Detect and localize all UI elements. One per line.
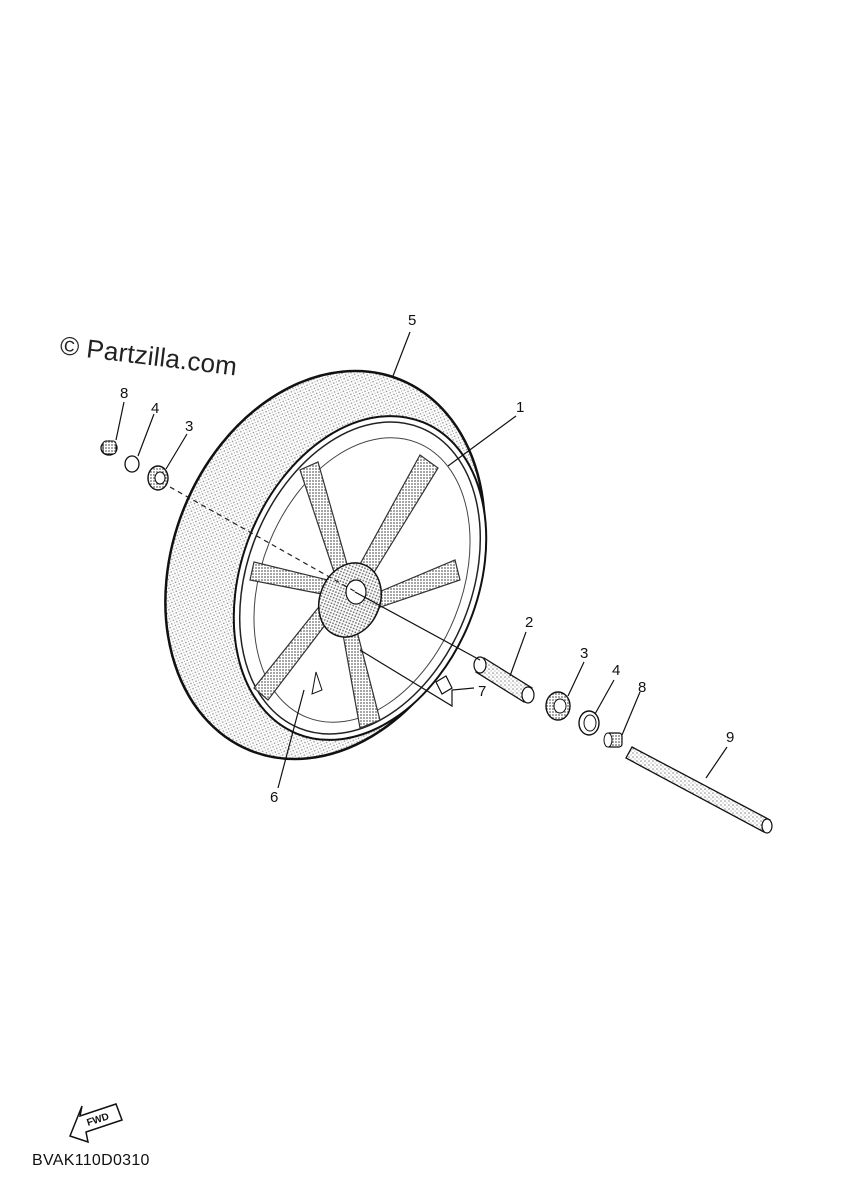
callout-3-right: 3 bbox=[580, 645, 588, 662]
callout-2: 2 bbox=[525, 614, 533, 631]
wheel-rim bbox=[238, 421, 482, 735]
callout-4-left: 4 bbox=[151, 400, 159, 417]
callout-8-left: 8 bbox=[120, 385, 128, 402]
right-bearing bbox=[545, 691, 571, 721]
callout-5: 5 bbox=[408, 312, 416, 329]
left-collar bbox=[100, 440, 118, 456]
callout-4-right: 4 bbox=[612, 662, 620, 679]
tire bbox=[164, 369, 488, 761]
callout-3-left: 3 bbox=[185, 418, 193, 435]
fwd-arrow-icon: FWD bbox=[69, 1103, 123, 1144]
diagram-code: BVAK110D0310 bbox=[32, 1152, 150, 1169]
callout-1: 1 bbox=[516, 399, 524, 416]
callout-6: 6 bbox=[270, 789, 278, 806]
left-bearing bbox=[147, 465, 169, 491]
spacer bbox=[473, 656, 535, 704]
left-oil-seal bbox=[124, 455, 140, 473]
right-oil-seal bbox=[578, 710, 600, 736]
callout-8-right: 8 bbox=[638, 679, 646, 696]
callout-7: 7 bbox=[478, 683, 486, 700]
balance-weight bbox=[435, 675, 453, 695]
callout-9: 9 bbox=[726, 729, 734, 746]
right-collar bbox=[603, 732, 623, 748]
leader-lines bbox=[115, 331, 728, 789]
wheel-axle bbox=[625, 746, 773, 834]
